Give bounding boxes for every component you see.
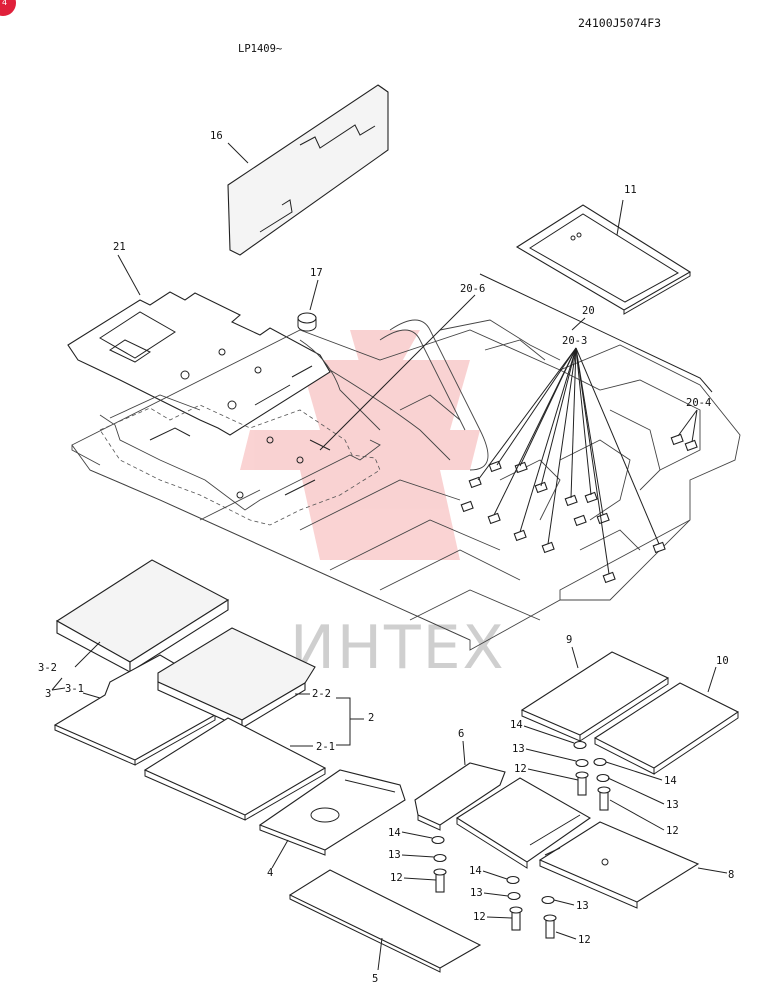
clips-20-3: [460, 433, 698, 584]
leader-9: [571, 646, 579, 669]
part-9-plate: [520, 651, 670, 742]
callout-12-d: 12: [666, 825, 679, 837]
leader-20-4a: [677, 409, 698, 437]
watermark-text: ИНТЕХ: [290, 613, 506, 683]
leader-13-e: [553, 899, 575, 906]
leader-13-b: [483, 892, 509, 897]
leader-12-b: [486, 916, 513, 919]
callout-20: 20: [582, 305, 595, 317]
callout-2-2: 2-2: [312, 688, 331, 700]
fastener-stack-b: [506, 875, 523, 931]
callout-3-1: 3-1: [65, 683, 84, 695]
fastener-stack-c: [573, 740, 589, 796]
fastener-stack-a: [431, 835, 447, 893]
leader-12-a: [403, 877, 437, 881]
serial-note: LP1409~: [238, 43, 282, 55]
leader-20-4b: [691, 409, 698, 443]
callout-12-c: 12: [514, 763, 527, 775]
leaders-20-3: [477, 347, 660, 575]
callout-21: 21: [113, 241, 126, 253]
callout-10: 10: [716, 655, 729, 667]
leader-17: [309, 279, 319, 311]
part-2-1-plate: [143, 717, 327, 821]
callout-13-b: 13: [470, 887, 483, 899]
leader-16: [227, 142, 249, 164]
leader-8: [697, 867, 728, 874]
callout-12-b: 12: [473, 911, 486, 923]
callout-14-a: 14: [388, 827, 401, 839]
part-center-plate: [455, 777, 592, 869]
leader-12-c: [527, 768, 579, 781]
callout-20-4: 20-4: [686, 397, 711, 409]
callout-16: 16: [210, 130, 223, 142]
leader-6: [462, 740, 466, 766]
part-17-grommet: [297, 312, 317, 332]
leader-14-a: [401, 831, 433, 839]
callout-13-e: 13: [576, 900, 589, 912]
callout-5: 5: [372, 973, 378, 985]
part-8-plate: [538, 821, 700, 909]
callout-13-d: 13: [666, 799, 679, 811]
leader-4: [271, 839, 289, 869]
leader-13-c: [525, 748, 577, 762]
corner-badge: 4: [0, 0, 16, 16]
part-21-floor-mat: [67, 291, 331, 436]
callout-3: 3: [45, 688, 51, 700]
part-10-plate: [593, 682, 740, 775]
callout-11: 11: [624, 184, 637, 196]
callout-3-2: 3-2: [38, 662, 57, 674]
leader-5: [377, 937, 383, 971]
part-6-bracket: [414, 762, 506, 831]
part-11-plate: [515, 204, 692, 315]
callout-2-1: 2-1: [316, 741, 335, 753]
leader-3b: [51, 687, 66, 691]
part-16-panel: [227, 84, 389, 256]
bracket-20: [479, 273, 713, 393]
leader-14-b: [482, 870, 508, 880]
part-5-long-plate: [288, 869, 482, 973]
leader-3-2: [74, 641, 101, 668]
callout-4: 4: [267, 867, 273, 879]
leader-11: [616, 199, 624, 236]
callout-2: 2: [368, 712, 374, 724]
leader-13-a: [401, 854, 435, 858]
callout-12-a: 12: [390, 872, 403, 884]
leader-13-d: [607, 777, 665, 805]
callout-17: 17: [310, 267, 323, 279]
callout-6: 6: [458, 728, 464, 740]
leader-14-d: [605, 761, 663, 781]
fastener-stack-e: [541, 895, 557, 939]
leader-20-6: [319, 294, 476, 451]
corner-badge-text: 4: [2, 0, 8, 7]
part-4-plate: [258, 769, 406, 856]
leader-12-e: [555, 931, 577, 940]
callout-20-6: 20-6: [460, 283, 485, 295]
callout-14-d: 14: [664, 775, 677, 787]
callout-14-c: 14: [510, 719, 523, 731]
leader-21: [117, 254, 141, 296]
leader-3-1: [82, 692, 101, 699]
leader-20: [571, 317, 586, 331]
document-code: 24100J5074F3: [578, 16, 661, 30]
callout-13-c: 13: [512, 743, 525, 755]
callout-8: 8: [728, 869, 734, 881]
callout-9: 9: [566, 634, 572, 646]
callout-14-b: 14: [469, 865, 482, 877]
callout-13-a: 13: [388, 849, 401, 861]
part-3-2-cover: [55, 559, 230, 673]
fastener-stack-d: [593, 757, 611, 811]
leader-3a: [51, 677, 63, 691]
leader-12-d: [609, 799, 665, 831]
callout-12-e: 12: [578, 934, 591, 946]
underfloor-plate: [99, 404, 381, 526]
bracket-2: [336, 697, 351, 746]
leader-10: [707, 666, 717, 693]
callout-20-3: 20-3: [562, 335, 587, 347]
leader-14-c: [523, 725, 575, 744]
